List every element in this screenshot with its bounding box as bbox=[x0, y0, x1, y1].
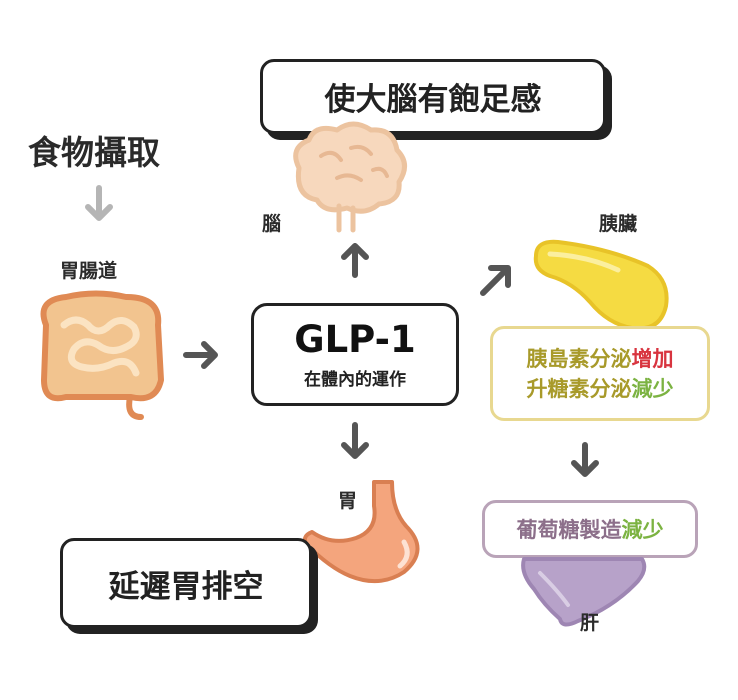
pancreas-effect-box: 胰島素分泌增加 升糖素分泌減少 bbox=[490, 326, 710, 421]
liver-icon bbox=[521, 557, 647, 627]
brain-effect-box: 使大腦有飽足感 bbox=[260, 59, 606, 134]
pancreas-icon bbox=[533, 239, 669, 331]
pancreas-label: 胰臟 bbox=[599, 213, 638, 235]
up-arrow-icon-brain bbox=[341, 243, 369, 278]
brain-icon bbox=[293, 121, 407, 233]
intestine-label: 胃腸道 bbox=[60, 260, 118, 282]
glp1-title: GLP-1 bbox=[294, 318, 416, 361]
stomach-label: 胃 bbox=[338, 490, 358, 512]
glp1-box: GLP-1 在體內的運作 bbox=[251, 303, 459, 406]
food-intake-title: 食物攝取 bbox=[28, 133, 160, 172]
liver-label: 肝 bbox=[580, 612, 600, 634]
down-arrow-icon-food bbox=[85, 185, 113, 221]
down-arrow-icon-stomach bbox=[341, 422, 369, 459]
liver-decrease-text: 減少 bbox=[621, 518, 664, 542]
increase-text: 增加 bbox=[631, 346, 674, 371]
glucagon-text: 升糖素分泌 bbox=[526, 376, 632, 401]
glucose-production-text: 葡萄糖製造 bbox=[516, 518, 622, 542]
glp1-subtitle: 在體內的運作 bbox=[304, 370, 406, 390]
down-arrow-icon-liver bbox=[571, 442, 599, 477]
insulin-text: 胰島素分泌 bbox=[526, 346, 632, 371]
right-arrow-icon-intestine bbox=[183, 341, 218, 369]
up-right-arrow-icon-pancreas bbox=[480, 265, 511, 296]
stomach-icon bbox=[302, 480, 420, 584]
stomach-effect-box: 延遲胃排空 bbox=[60, 538, 312, 628]
pancreas-line-insulin: 胰島素分泌增加 bbox=[527, 344, 674, 374]
decrease-text: 減少 bbox=[631, 376, 674, 401]
intestine-icon bbox=[40, 290, 164, 420]
brain-label: 腦 bbox=[262, 213, 282, 235]
liver-effect-box: 葡萄糖製造減少 bbox=[482, 500, 698, 558]
pancreas-line-glucagon: 升糖素分泌減少 bbox=[527, 374, 674, 404]
